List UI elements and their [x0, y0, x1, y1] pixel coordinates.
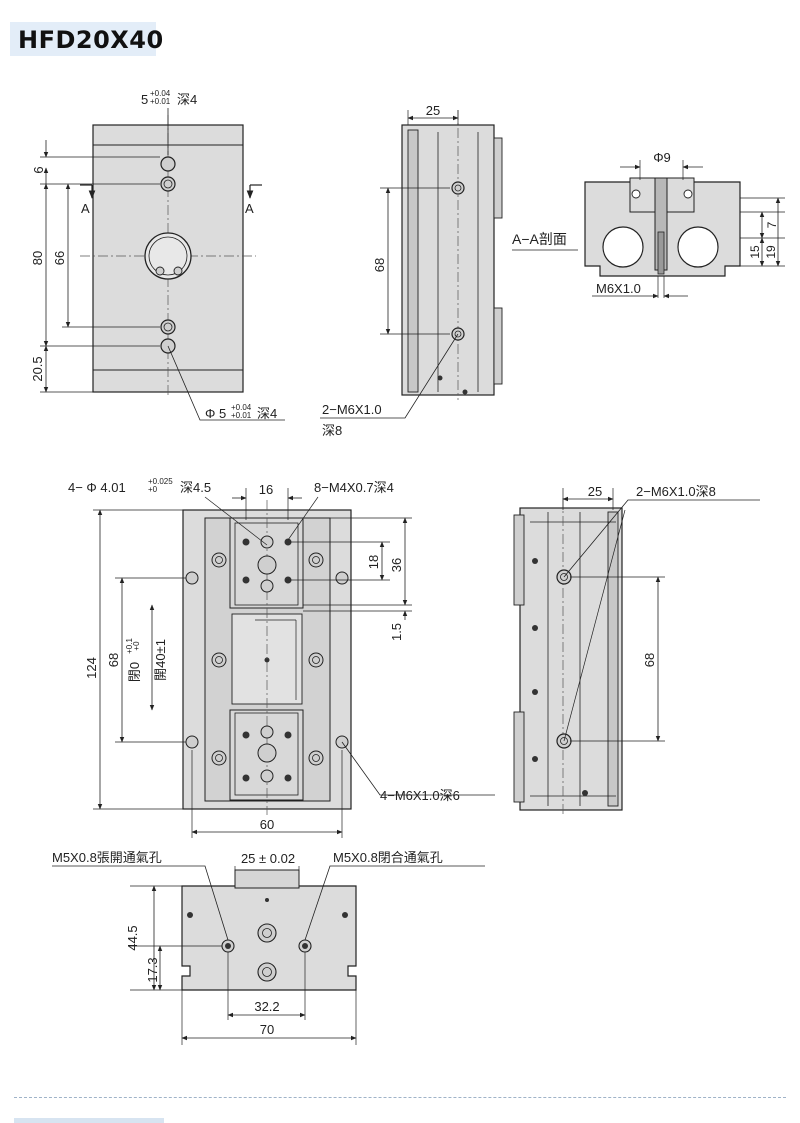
section-view: Φ9 7 15 19 A−A剖面 M6X1.0	[512, 150, 785, 299]
center-bore	[144, 232, 192, 280]
svg-text:124: 124	[84, 657, 99, 679]
svg-text:18: 18	[366, 555, 381, 569]
svg-text:Φ9: Φ9	[653, 150, 671, 165]
svg-text:15: 15	[748, 245, 762, 259]
bottom-pin-spec: Φ 5	[205, 406, 226, 421]
svg-text:4−M6X1.0深6: 4−M6X1.0深6	[380, 788, 460, 803]
svg-text:M5X0.8張開通氣孔: M5X0.8張開通氣孔	[52, 850, 162, 865]
svg-text:25 ± 0.02: 25 ± 0.02	[241, 851, 295, 866]
section-marker-right: A	[245, 201, 254, 216]
svg-text:66: 66	[52, 251, 67, 265]
svg-text:32.2: 32.2	[254, 999, 279, 1014]
svg-text:+0: +0	[132, 641, 141, 651]
front-view: 4− Φ 4.01 +0.025 +0 深4.5 16 8−M4X0.7深4 1…	[68, 477, 495, 838]
right-view: 25 2−M6X1.0深8 68	[513, 484, 760, 815]
section-label: A−A剖面	[512, 231, 567, 247]
jaw-holes	[242, 535, 292, 783]
svg-text:+0.04: +0.04	[150, 89, 171, 98]
svg-text:+0.01: +0.01	[231, 411, 252, 420]
svg-text:19: 19	[764, 245, 778, 259]
svg-text:60: 60	[260, 817, 274, 832]
end-view: M5X0.8張開通氣孔 M5X0.8閉合通氣孔 25 ± 0.02 44.5 1…	[52, 850, 485, 1045]
svg-text:閉0: 閉0	[127, 662, 142, 682]
svg-text:68: 68	[372, 258, 387, 272]
svg-text:+0.04: +0.04	[231, 403, 252, 412]
svg-text:80: 80	[30, 251, 45, 265]
svg-text:2−M6X1.0: 2−M6X1.0	[322, 402, 382, 417]
svg-text:17.3: 17.3	[145, 957, 160, 982]
section-marker-left: A	[81, 201, 90, 216]
side-thread-hole	[451, 181, 465, 195]
svg-text:+0.01: +0.01	[150, 97, 171, 106]
top-pin-spec: 5	[141, 92, 148, 107]
svg-text:16: 16	[259, 482, 273, 497]
svg-text:7: 7	[765, 221, 779, 228]
svg-text:4− Φ 4.01: 4− Φ 4.01	[68, 480, 126, 495]
svg-text:M5X0.8閉合通氣孔: M5X0.8閉合通氣孔	[333, 850, 443, 865]
svg-text:深4.5: 深4.5	[180, 480, 211, 495]
title-banner: HFD20X40	[10, 22, 163, 56]
svg-text:20.5: 20.5	[30, 356, 45, 381]
footer-divider	[14, 1097, 786, 1098]
svg-text:1.5: 1.5	[389, 623, 404, 641]
svg-text:深4: 深4	[177, 92, 197, 107]
svg-text:44.5: 44.5	[125, 925, 140, 950]
svg-text:+0.025: +0.025	[148, 477, 173, 486]
svg-text:25: 25	[426, 103, 440, 118]
svg-text:25: 25	[588, 484, 602, 499]
svg-text:8−M4X0.7深4: 8−M4X0.7深4	[314, 480, 394, 495]
svg-text:開40±1: 開40±1	[153, 639, 168, 681]
model-title: HFD20X40	[18, 26, 164, 54]
svg-text:2−M6X1.0深8: 2−M6X1.0深8	[636, 484, 716, 499]
svg-text:6: 6	[31, 166, 46, 173]
svg-text:70: 70	[260, 1022, 274, 1037]
svg-text:+0.1: +0.1	[125, 638, 134, 654]
svg-text:68: 68	[642, 653, 657, 667]
svg-text:68: 68	[106, 653, 121, 667]
side-view: 25 68 2−M6X1.0 深8	[320, 103, 503, 438]
svg-text:深8: 深8	[322, 423, 342, 438]
svg-text:36: 36	[389, 558, 404, 572]
pin-hole-top	[160, 156, 176, 172]
front-mount-holes	[185, 552, 349, 766]
svg-text:+0: +0	[148, 485, 158, 494]
footer-tab	[14, 1118, 164, 1123]
top-view: 5 +0.04 +0.01 深4 6 80 66 20.5 A A Φ 5 +0…	[30, 89, 285, 421]
svg-text:深4: 深4	[257, 406, 277, 421]
svg-text:M6X1.0: M6X1.0	[596, 281, 641, 296]
